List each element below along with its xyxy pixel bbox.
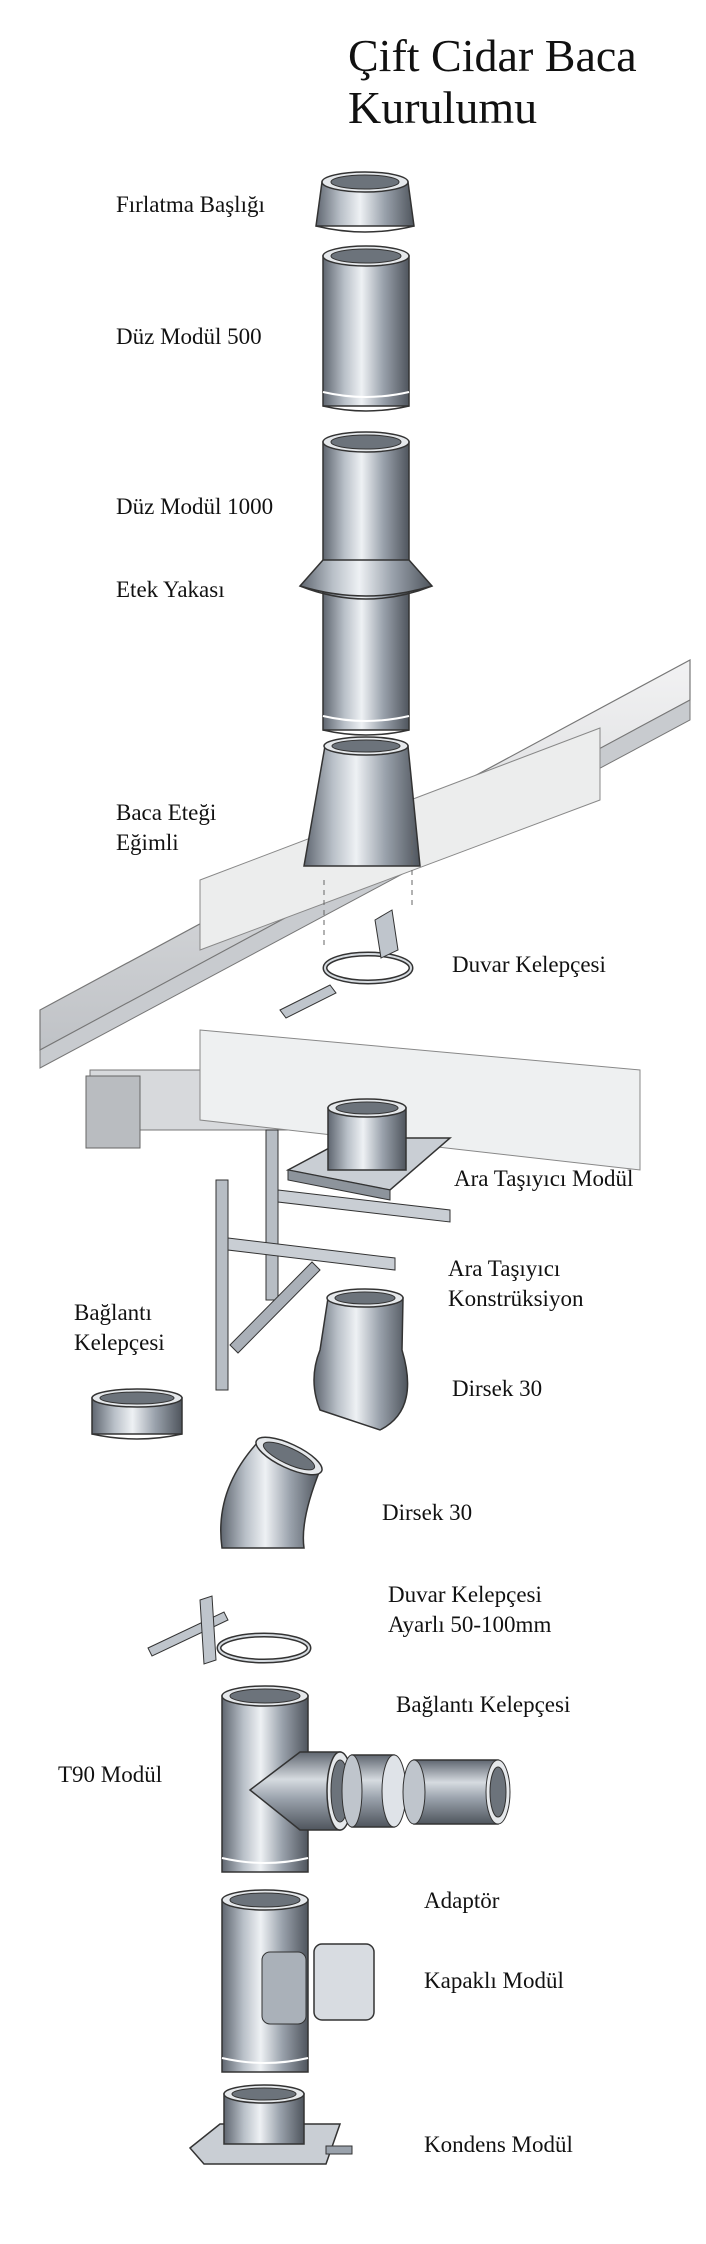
duvar-kelepcesi-part	[279, 909, 414, 1019]
label-dirsek-30-upper: Dirsek 30	[452, 1376, 543, 1401]
label-etek-yakasi: Etek Yakası	[116, 577, 225, 602]
page-title: Çift Cidar Baca Kurulumu	[348, 30, 637, 134]
adaptor-part	[402, 1759, 511, 1825]
ara-tasiyici-modul-part	[285, 1098, 453, 1201]
label-baglanti-kelepcesi-left-2: Kelepçesi	[74, 1330, 165, 1355]
kapakli-modul-part	[221, 1889, 375, 2073]
ara-tasiyici-konstruksiyon-part	[215, 1129, 451, 1391]
etek-yakasi-part	[298, 559, 434, 600]
label-duvar-kelepcesi-ayarli-1: Duvar Kelepçesi	[388, 1582, 542, 1607]
title-line-1: Çift Cidar Baca	[348, 30, 637, 81]
label-dirsek-30-lower: Dirsek 30	[382, 1500, 473, 1525]
label-ara-tasiyici-konstruksiyon-2: Konstrüksiyon	[448, 1286, 584, 1311]
label-duvar-kelepcesi: Duvar Kelepçesi	[452, 952, 606, 977]
dirsek-30-lower-part	[220, 1436, 323, 1549]
label-duvar-kelepcesi-ayarli-2: Ayarlı 50-100mm	[388, 1612, 552, 1637]
label-baglanti-kelepcesi-left-1: Bağlantı	[74, 1300, 152, 1325]
baca-etegi-part	[303, 736, 421, 950]
label-ara-tasiyici-modul: Ara Taşıyıcı Modül	[454, 1166, 634, 1191]
label-kapakli-modul: Kapaklı Modül	[424, 1968, 564, 1993]
label-baglanti-kelepcesi-right: Bağlantı Kelepçesi	[396, 1692, 571, 1717]
label-duz-modul-500: Düz Modül 500	[116, 324, 262, 349]
label-ara-tasiyici-konstruksiyon-1: Ara Taşıyıcı	[448, 1256, 561, 1281]
label-baca-etegi-1: Baca Eteği	[116, 800, 217, 825]
dirsek-30-upper-part	[313, 1288, 409, 1431]
label-kondens-modul: Kondens Modül	[424, 2132, 573, 2157]
duvar-kelepcesi-ayarli-part	[147, 1595, 312, 1665]
label-duz-modul-1000: Düz Modül 1000	[116, 494, 274, 519]
baglanti-kelepcesi-left-part	[91, 1388, 183, 1440]
t90-modul-part	[221, 1685, 354, 1873]
baglanti-kelepcesi-right-part	[341, 1754, 407, 1828]
label-baca-etegi-2: Eğimli	[116, 830, 179, 855]
firlatma-basligi-part	[315, 171, 415, 233]
label-t90-modul: T90 Modül	[58, 1762, 163, 1787]
duz-modul-500-part	[322, 245, 410, 412]
label-firlatma-basligi: Fırlatma Başlığı	[116, 192, 265, 217]
kondens-modul-part	[188, 2084, 353, 2165]
label-adaptor: Adaptör	[424, 1888, 500, 1913]
title-line-2: Kurulumu	[348, 82, 538, 133]
